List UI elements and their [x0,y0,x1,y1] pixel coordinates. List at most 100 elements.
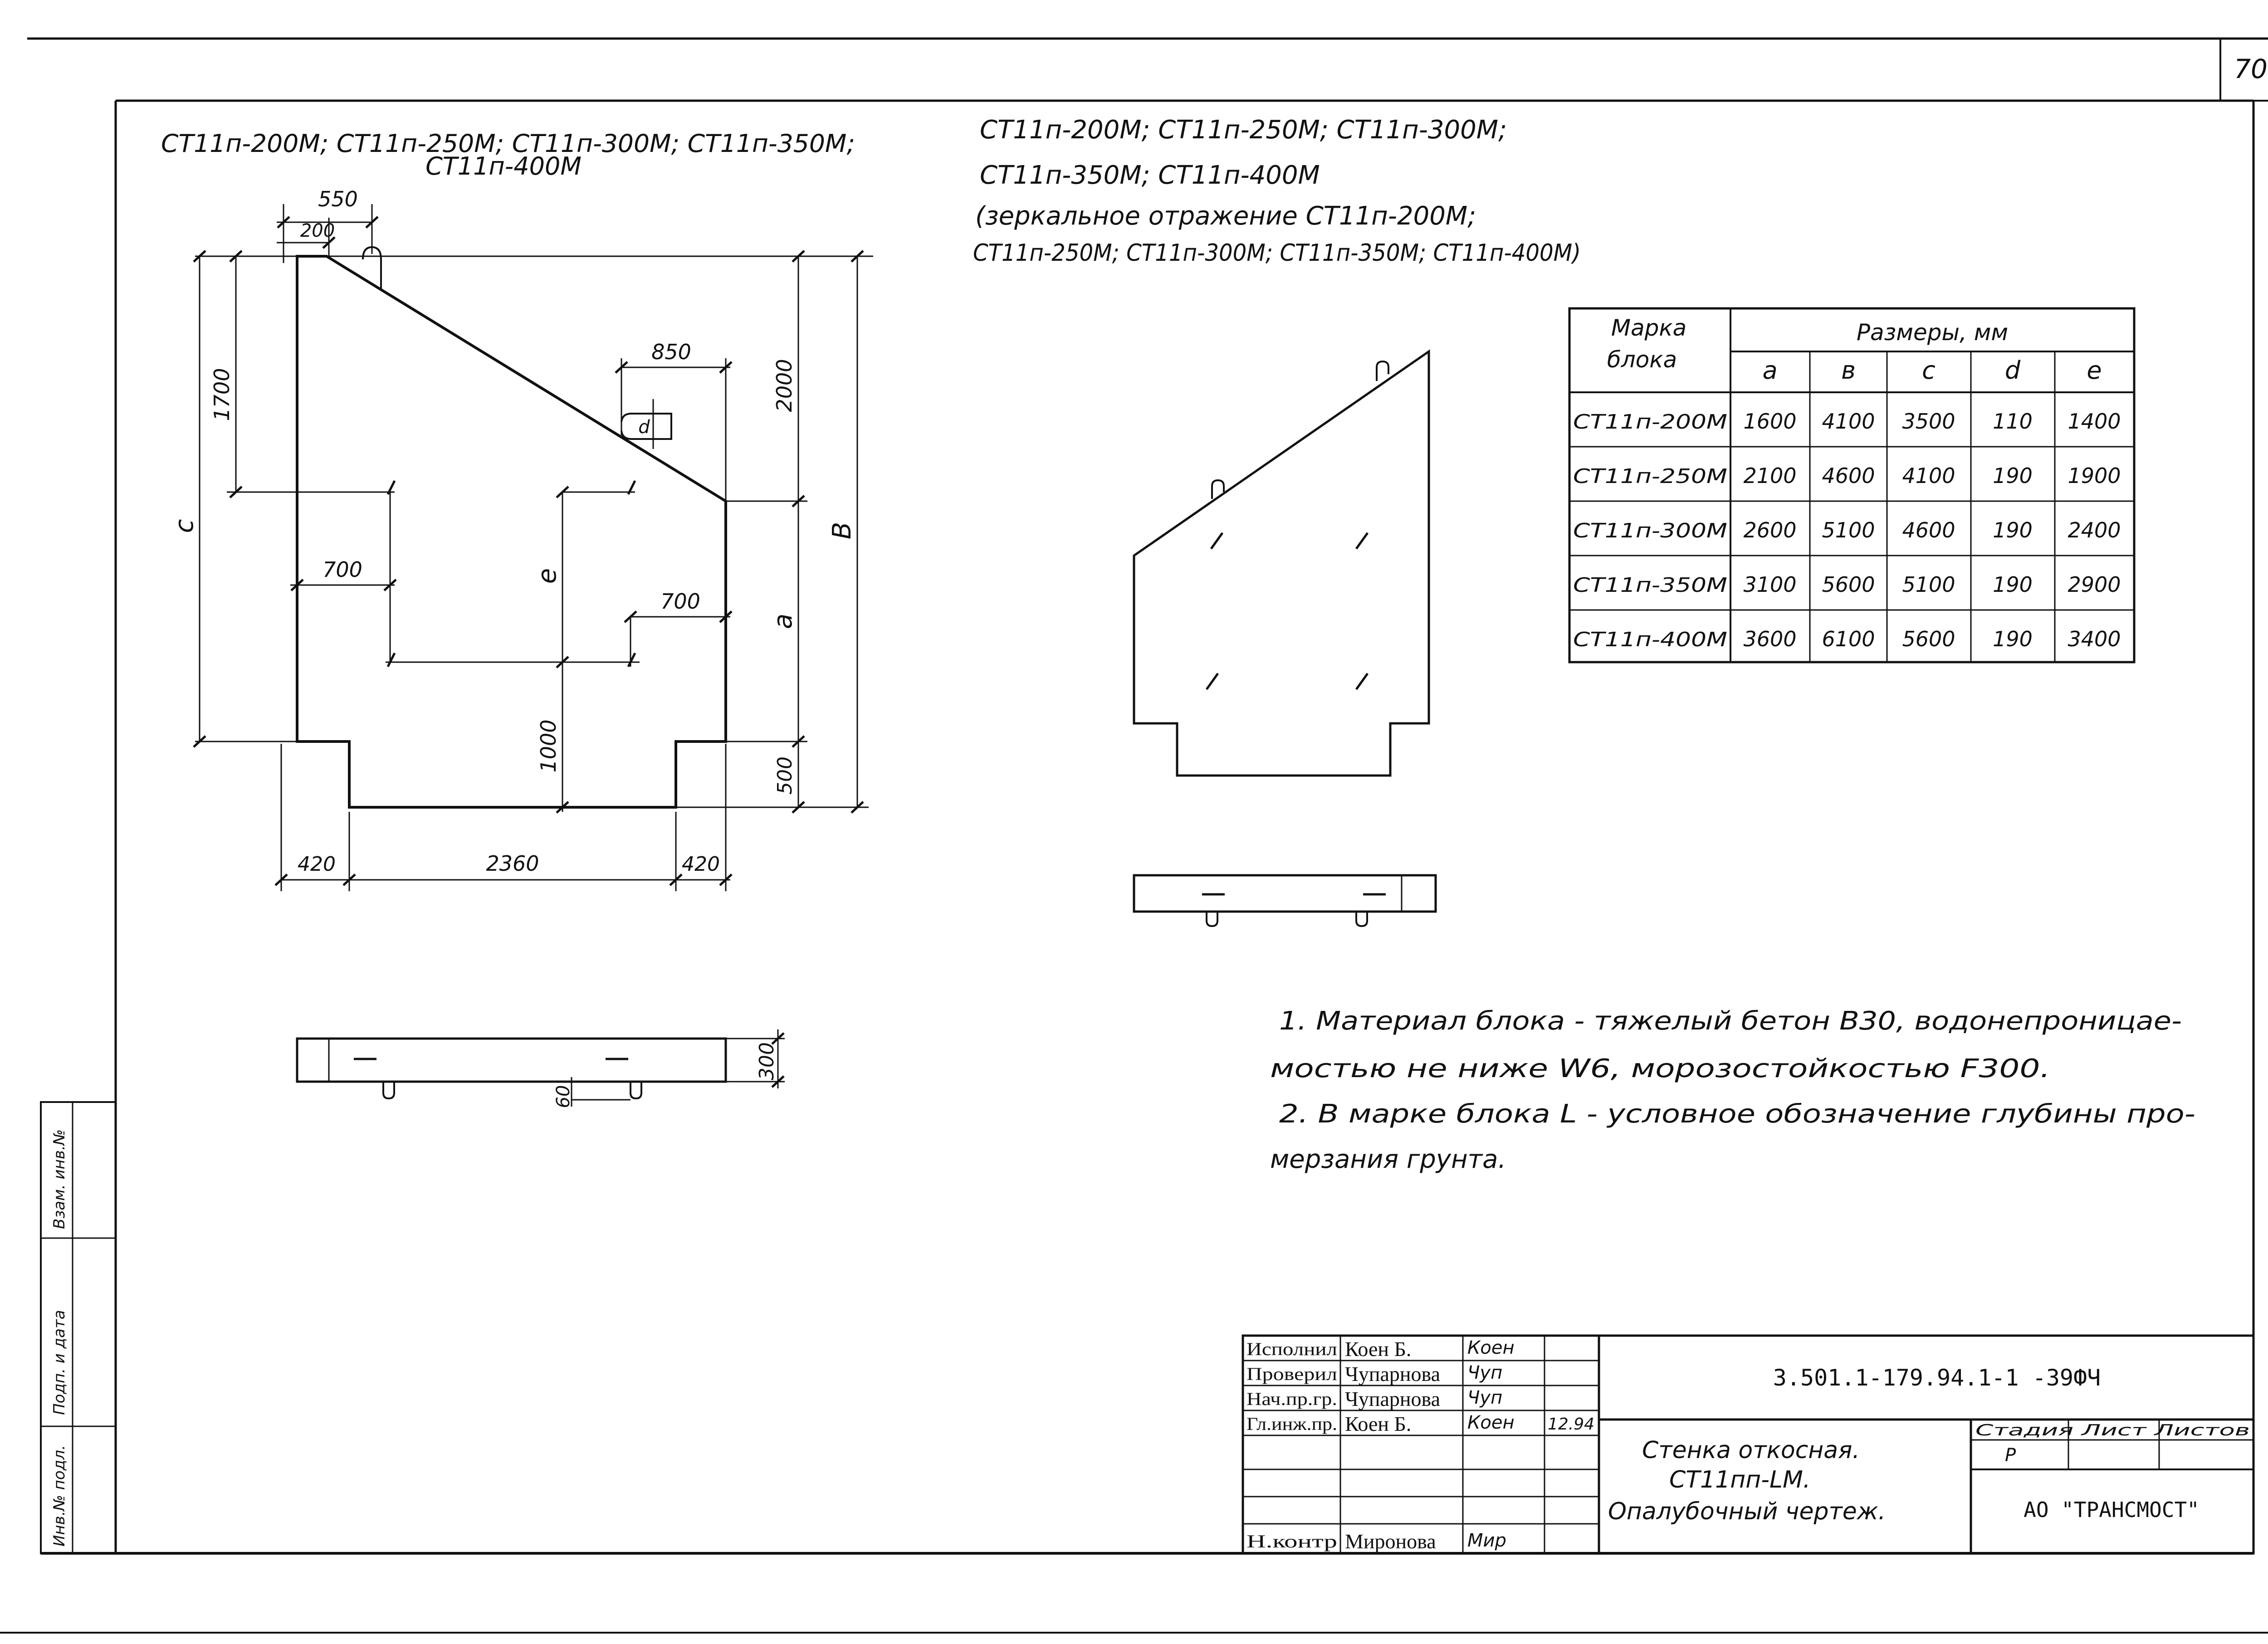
table-cell: 110 [1993,409,2033,434]
table-cell: СТ11п-300М [1573,519,1727,542]
table-subheader-e: e [2087,356,2102,385]
dim-a: a [768,614,798,629]
drawing-title-line2: СТ11пп-LМ. [1669,1466,1810,1493]
table-row: СТ11п-400М 3600 6100 5600 190 3400 [1573,627,2121,651]
table-cell: СТ11п-400М [1573,628,1727,651]
dim-850: 850 [651,340,691,364]
strip-replacement-label: Взам. инв.№ [50,1129,68,1229]
table-cell: СТ11п-350М [1573,574,1727,597]
stamp-name-performer: Коен Б. [1345,1337,1411,1361]
table-cell: 5600 [1902,627,1955,651]
stamp-role-group-head: Нач.пр.гр. [1246,1389,1337,1409]
table-cell: 1900 [2068,463,2121,488]
signature: Мир [1467,1530,1506,1551]
table-subheader-c: c [1922,356,1936,385]
table-cell: 4100 [1902,463,1955,488]
right-header-line4: СТ11п-250М; СТ11п-300М; СТ11п-350М; СТ11… [973,239,1581,267]
left-header-line1: СТ11п-200М; СТ11п-250М; СТ11п-300М; СТ11… [161,129,855,158]
table-cell: 5600 [1822,572,1875,597]
table-cell: 4100 [1822,409,1875,434]
stamp-name-group-head: Чупарнова [1345,1387,1440,1410]
stamp-name-checker: Чупарнова [1345,1362,1440,1385]
table-cell: 190 [1993,518,2033,542]
wall-plan-view [296,1029,785,1107]
table-cell: 4600 [1822,463,1875,488]
dim-300: 300 [755,1042,778,1080]
stamp-date: 12.94 [1548,1415,1594,1434]
dim-B: B [827,522,857,539]
stamp-name-norm-control: Миронова [1345,1530,1436,1553]
table-row: СТ11п-350М 3100 5600 5100 190 2900 [1573,572,2121,597]
dim-d: d [638,417,650,438]
table-cell: 190 [1993,572,2033,597]
dim-550: 550 [318,187,358,211]
table-cell: 1400 [2068,409,2121,434]
signature: Чуп [1467,1387,1502,1408]
right-header-line3: (зеркальное отражение СТ11п-200М; [975,201,1476,231]
right-header-line2: СТ11п-350М; СТ11п-400М [980,161,1320,190]
page-number: 70 [2234,54,2268,84]
mirror-elevation [1133,349,1430,777]
table-header-mark-line1: Марка [1611,315,1686,341]
stage-header: Стадия Лист Листов [1975,1421,2250,1439]
dim-700-right: 700 [660,589,700,614]
table-cell: 2100 [1743,463,1796,488]
table-cell: 3100 [1743,572,1796,597]
table-subheader-d: d [2005,356,2021,385]
table-cell: 5100 [1822,518,1875,542]
table-cell: 6100 [1822,627,1875,651]
table-cell: 2600 [1743,518,1796,542]
strip-signature-label: Подп. и дата [50,1310,68,1415]
title-block [1242,1334,2255,1555]
table-cell: 3400 [2068,627,2121,651]
stamp-role-checker: Проверил [1246,1364,1337,1384]
dimension-ticks [193,216,864,886]
stamp-name-chief-engineer: Коен Б. [1345,1412,1411,1435]
stage-value: Р [2005,1445,2016,1466]
right-header-line1: СТ11п-200М; СТ11п-250М; СТ11п-300М; [980,115,1507,145]
table-cell: СТ11п-200М [1573,410,1727,434]
organization-name: АО "ТРАНСМОСТ" [2024,1498,2200,1522]
dim-2000: 2000 [772,359,797,412]
note-1-line1: 1. Материал блока - тяжелый бетон В30, в… [1279,1006,2182,1036]
sheet-frame [0,37,2268,1634]
table-cell: 2900 [2068,572,2121,597]
signature: Коен [1467,1412,1515,1433]
note-2-line2: мерзания грунта. [1270,1145,1506,1174]
dim-c: c [170,519,199,533]
dimension-table [1568,307,2136,663]
stamp-role-chief-engineer: Гл.инж.пр. [1246,1414,1337,1434]
table-cell: 2400 [2068,518,2121,542]
dimension-lines [195,204,873,891]
table-subheader-b: в [1841,356,1856,385]
note-1-line2: мостью не ниже W6, морозостойкостью F300… [1270,1054,2050,1083]
dim-420-right: 420 [682,853,720,876]
drawing-title-line3: Опалубочный чертеж. [1608,1498,1886,1525]
table-header-mark-line2: блока [1607,346,1677,373]
dim-1700: 1700 [210,368,234,421]
signature: Коен [1467,1337,1515,1358]
dim-e: e [533,568,562,584]
document-code: 3.501.1-179.94.1-1 -39ФЧ [1773,1365,2101,1391]
note-2-line1: 2. В марке блока L - условное обозначени… [1279,1099,2195,1129]
stamp-role-norm-control: Н.контр [1246,1531,1337,1551]
table-subheader-a: a [1762,356,1777,385]
dim-700-left: 700 [323,557,362,582]
table-cell: 5100 [1902,572,1955,597]
mirror-plan-view [1133,874,1437,927]
table-header-sizes: Размеры, мм [1857,319,2008,346]
stamp-role-performer: Исполнил [1246,1339,1337,1359]
left-header-line2: СТ11п-400М [425,152,582,180]
table-row: СТ11п-300М 2600 5100 4600 190 2400 [1573,518,2121,542]
wall-elevation [296,246,727,809]
dim-2360: 2360 [486,851,539,876]
table-cell: 190 [1993,627,2033,651]
table-cell: СТ11п-250М [1573,465,1727,488]
dim-1000: 1000 [536,719,561,772]
dim-200: 200 [300,220,335,241]
table-cell: 3500 [1902,409,1955,434]
drawing-title-line1: Стенка откосная. [1642,1437,1860,1464]
table-cell: 3600 [1743,627,1796,651]
table-cell: 190 [1993,463,2033,488]
